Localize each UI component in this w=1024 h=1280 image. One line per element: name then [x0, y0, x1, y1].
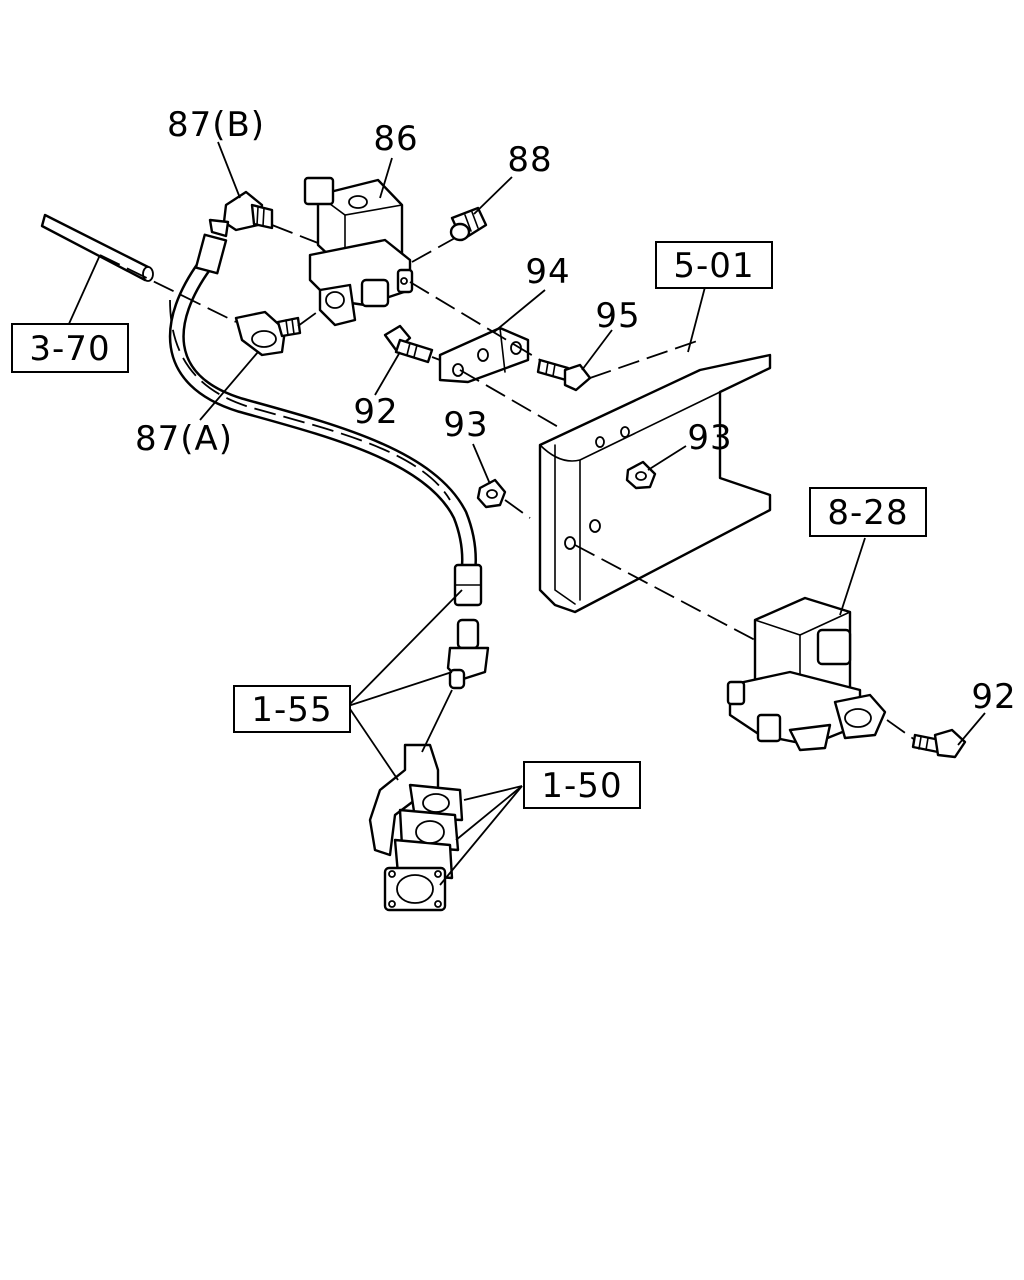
plug [449, 206, 488, 242]
union-fitting [446, 618, 490, 690]
air-tube [40, 213, 154, 282]
callout-92-upper: 92 [353, 392, 398, 432]
ref-8-28-label: 8-28 [827, 493, 908, 533]
callout-86: 86 [373, 119, 418, 159]
bolt-92-lower [911, 728, 967, 759]
callout-leaders [67, 141, 986, 886]
callout-93-left: 93 [443, 405, 488, 445]
nut-93-right [625, 460, 657, 490]
callout-94: 94 [525, 252, 570, 292]
ref-3-70-label: 3-70 [29, 329, 110, 369]
ref-5-01-label: 5-01 [673, 246, 754, 286]
callout-88: 88 [507, 140, 552, 180]
ref-1-50: 1-50 [523, 761, 641, 809]
flange-assembly [368, 743, 464, 912]
mounting-plate [438, 326, 530, 384]
elbow-connector-a [234, 310, 302, 357]
bolt-95 [536, 358, 592, 392]
callout-87a: 87(A) [135, 419, 233, 459]
callout-87b: 87(B) [167, 105, 265, 145]
ref-3-70: 3-70 [11, 323, 129, 373]
callout-93-right: 93 [687, 418, 732, 458]
solenoid-valve [303, 176, 414, 327]
nut-93-left [476, 478, 507, 509]
relay-valve [726, 596, 887, 752]
ref-5-01: 5-01 [655, 241, 773, 289]
ref-1-50-label: 1-50 [541, 766, 622, 806]
frame-bracket [538, 353, 772, 614]
callout-92-lower: 92 [971, 677, 1016, 717]
callout-95: 95 [595, 296, 640, 336]
hose [168, 233, 483, 607]
assembly-lines [99, 224, 916, 741]
bolt-92-upper [383, 324, 434, 364]
ref-1-55: 1-55 [233, 685, 351, 733]
elbow-connector-b [208, 190, 274, 238]
ref-1-55-label: 1-55 [251, 690, 332, 730]
ref-8-28: 8-28 [809, 487, 927, 537]
